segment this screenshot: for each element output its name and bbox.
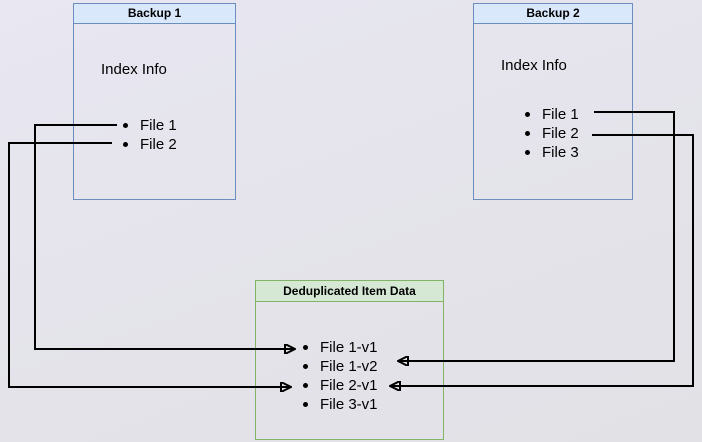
- list-item: File 2-v1: [303, 376, 378, 395]
- dedup-item-2-label: File 1-v2: [320, 358, 378, 375]
- bullet-icon: [303, 383, 308, 388]
- backup2-file-3-label: File 3: [542, 144, 579, 161]
- list-item: File 1-v2: [303, 357, 378, 376]
- backup2-file-1-label: File 1: [542, 106, 579, 123]
- backup2-title: Backup 2: [474, 4, 632, 24]
- list-item: File 3-v1: [303, 395, 378, 414]
- backup1-file-list: File 1 File 2: [123, 116, 177, 154]
- bullet-icon: [303, 364, 308, 369]
- bullet-icon: [123, 123, 128, 128]
- list-item: File 3: [525, 143, 579, 162]
- backup2-box: Backup 2: [473, 3, 633, 200]
- backup2-file-list: File 1 File 2 File 3: [525, 105, 579, 162]
- dedup-title: Deduplicated Item Data: [256, 281, 443, 302]
- backup1-index-info-label: Index Info: [101, 61, 167, 78]
- dedup-item-4-label: File 3-v1: [320, 396, 378, 413]
- bullet-icon: [303, 345, 308, 350]
- dedup-item-3-label: File 2-v1: [320, 377, 378, 394]
- backup1-box: Backup 1: [73, 3, 236, 200]
- bullet-icon: [123, 142, 128, 147]
- backup2-file-2-label: File 2: [542, 125, 579, 142]
- bullet-icon: [525, 112, 530, 117]
- backup1-file-2-label: File 2: [140, 136, 177, 153]
- bullet-icon: [303, 402, 308, 407]
- list-item: File 1-v1: [303, 338, 378, 357]
- list-item: File 1: [123, 116, 177, 135]
- backup2-index-info-label: Index Info: [501, 57, 567, 74]
- list-item: File 2: [123, 135, 177, 154]
- list-item: File 1: [525, 105, 579, 124]
- backup1-title: Backup 1: [74, 4, 235, 24]
- backup1-file-1-label: File 1: [140, 117, 177, 134]
- dedup-item-list: File 1-v1 File 1-v2 File 2-v1 File 3-v1: [303, 338, 378, 414]
- dedup-item-1-label: File 1-v1: [320, 339, 378, 356]
- bullet-icon: [525, 150, 530, 155]
- list-item: File 2: [525, 124, 579, 143]
- bullet-icon: [525, 131, 530, 136]
